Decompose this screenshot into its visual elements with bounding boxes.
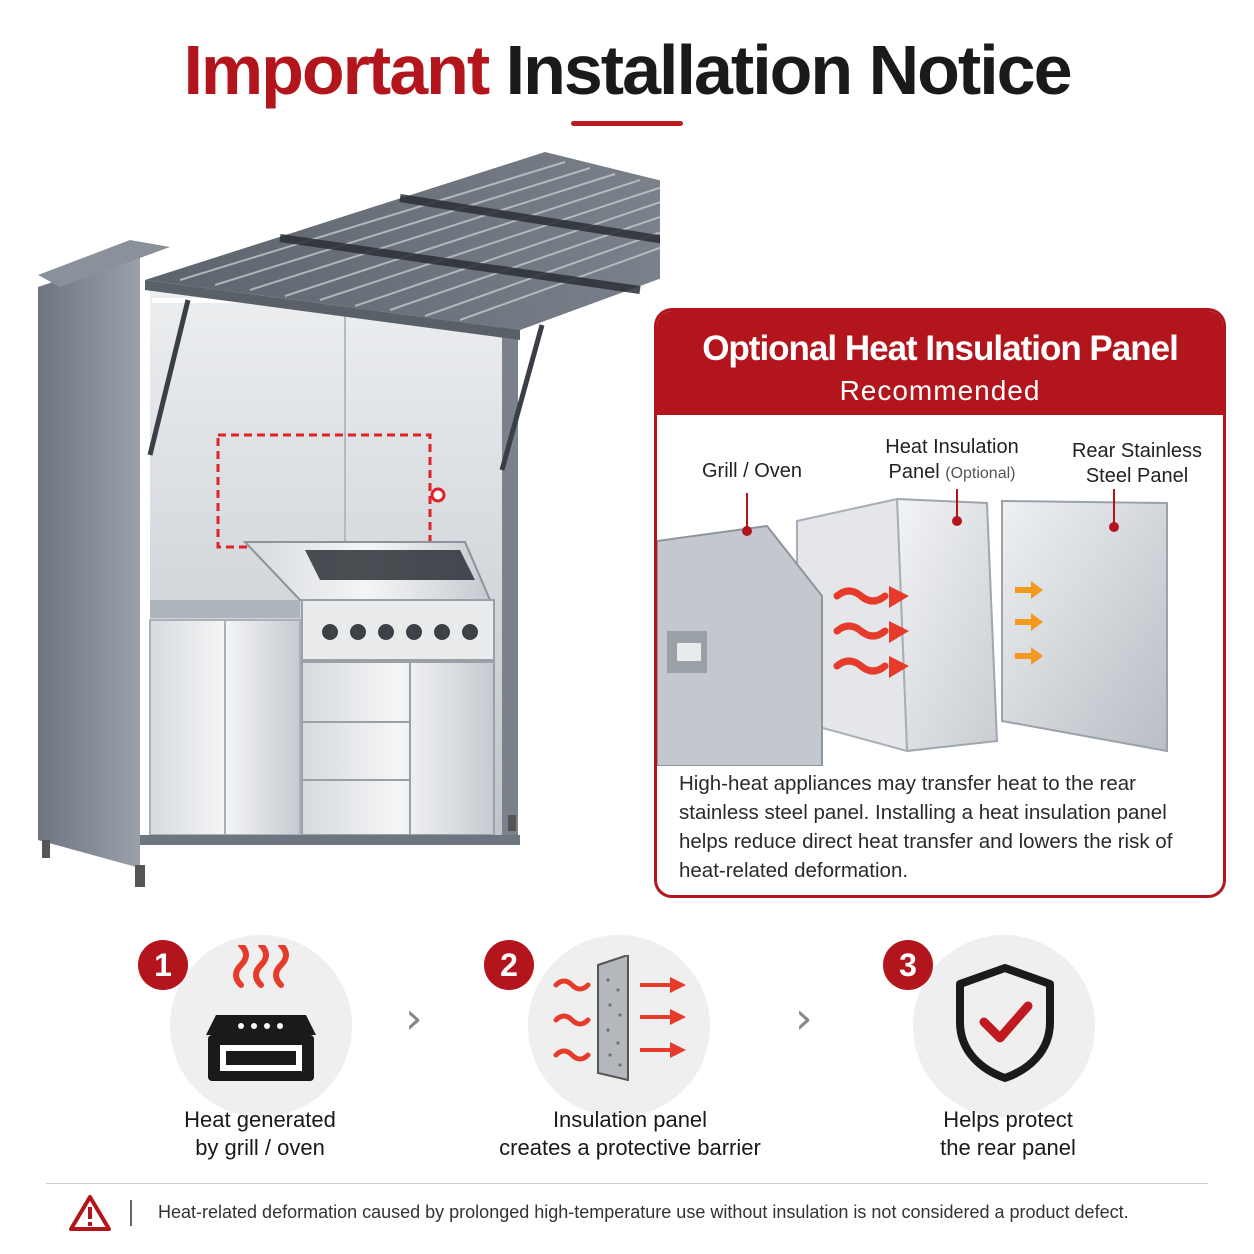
step-2-number: 2 (484, 940, 534, 990)
step-1-line1: Heat generated (184, 1107, 336, 1132)
page-title-main: Installation Notice (505, 31, 1073, 109)
grill-base-cabinet (301, 661, 495, 836)
cabinet-left-side (38, 253, 140, 868)
label-rear-line1: Rear Stainless (1071, 440, 1203, 462)
title-underline (571, 121, 683, 126)
insulation-panel-layer (895, 497, 999, 753)
step-3-line1: Helps protect (943, 1107, 1073, 1132)
step-1-number: 1 (138, 940, 188, 990)
page-title-highlight: Important (183, 31, 490, 109)
step-2-line1: Insulation panel (552, 1107, 708, 1132)
chevron-right-icon: › (405, 993, 423, 1044)
heat-arrows (833, 587, 889, 675)
step-3-caption: Helps protect the rear panel (848, 1106, 1168, 1162)
label-insulation-line2-wrap: Panel (Optional) (867, 460, 1037, 486)
reduced-heat-arrows (1015, 581, 1043, 665)
insulation-panel-callout: Optional Heat Insulation Panel Recommend… (654, 308, 1226, 898)
rear-panel-layer (1001, 499, 1168, 753)
footer-disclaimer: Heat-related deformation caused by prolo… (158, 1202, 1129, 1222)
page-title: Important Installation Notice (0, 28, 1254, 112)
step-2-caption: Insulation panel creates a protective ba… (470, 1106, 790, 1162)
callout-description: High-heat appliances may transfer heat t… (679, 772, 1173, 882)
warning-triangle-icon (69, 1195, 111, 1231)
step-1-line2: by grill / oven (195, 1135, 325, 1160)
label-insulation-optional: (Optional) (945, 465, 1016, 482)
outdoor-kitchen-cabinet-illustration (38, 152, 660, 887)
chevron-right-icon: › (795, 993, 813, 1044)
insulation-barrier-icon (553, 955, 686, 1082)
footer-separator (130, 1200, 132, 1226)
step-1-caption: Heat generated by grill / oven (100, 1106, 420, 1162)
callout-header: Optional Heat Insulation Panel Recommend… (657, 311, 1223, 415)
label-rear-line2: Steel Panel (1085, 465, 1189, 487)
callout-subtitle: Recommended (839, 375, 1041, 406)
step-2-line2: creates a protective barrier (499, 1135, 761, 1160)
label-rear-steel-panel: Rear Stainless Steel Panel (1057, 439, 1217, 489)
footer-divider-line (46, 1183, 1208, 1184)
callout-title: Optional Heat Insulation Panel (702, 329, 1179, 368)
grill-heat-icon (206, 945, 316, 1081)
label-insulation-line1: Heat Insulation (885, 436, 1019, 458)
label-insulation-line2: Panel (888, 461, 940, 483)
shield-check-icon (956, 964, 1054, 1082)
label-grill-oven: Grill / Oven (701, 460, 803, 482)
step-3-line2: the rear panel (940, 1135, 1076, 1160)
label-insulation-panel: Heat Insulation Panel (Optional) (867, 435, 1037, 486)
step-3-number: 3 (883, 940, 933, 990)
layer-diagram (657, 489, 1168, 766)
